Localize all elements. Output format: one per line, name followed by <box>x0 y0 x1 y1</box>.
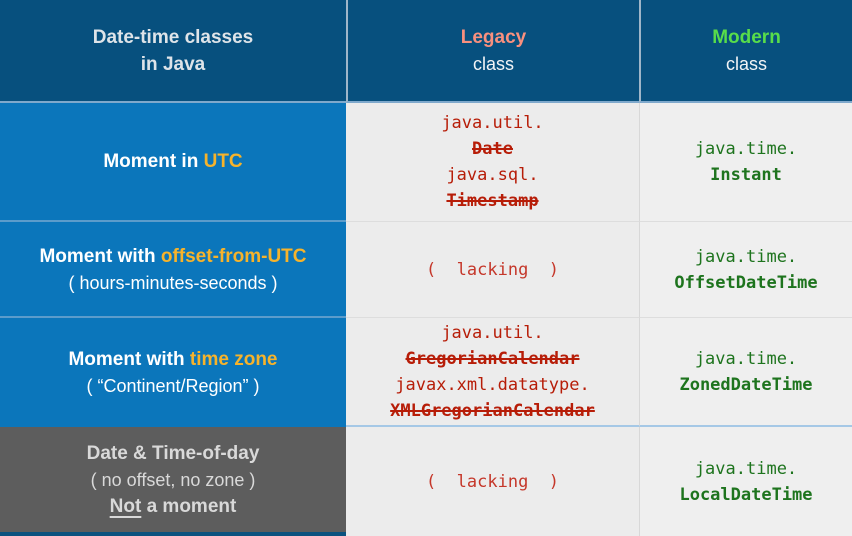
modern-column-sublabel: class <box>725 54 767 74</box>
modern-class-zoneddatetime: ZonedDateTime <box>679 374 813 395</box>
table-title-line2: in Java <box>140 53 206 75</box>
label-accent-offset: offset-from-UTC <box>160 245 307 267</box>
row-label-subtext: ( hours-minutes-seconds ) <box>68 272 278 293</box>
not-a-moment-text: Not a moment <box>110 493 237 520</box>
modern-package: java.time. <box>694 458 798 479</box>
legacy-cell-offset-utc: ( lacking ) <box>346 222 639 318</box>
modern-cell-offset-utc: java.time. OffsetDateTime <box>639 222 852 318</box>
legacy-class-date: Date <box>472 139 513 159</box>
row-label-text: Moment with time zone <box>68 346 277 373</box>
row-label-offset-utc: Moment with offset-from-UTC ( hours-minu… <box>0 222 346 318</box>
not-rest: a moment <box>141 495 237 517</box>
row-label-date-timeofday: Date & Time-of-day ( no offset, no zone … <box>0 427 346 536</box>
table-title-line1: Date-time classes <box>92 26 254 48</box>
lacking-text: ( lacking ) <box>425 259 560 280</box>
legacy-class-xmlgregoriancalendar: XMLGregorianCalendar <box>390 400 595 421</box>
modern-cell-moment-utc: java.time. Instant <box>639 103 852 222</box>
legacy-cell-date-timeofday: ( lacking ) <box>346 427 639 536</box>
legacy-cell-time-zone: java.util. GregorianCalendar javax.xml.d… <box>346 318 639 427</box>
modern-cell-date-timeofday: java.time. LocalDateTime <box>639 427 852 536</box>
modern-class-localdatetime: LocalDateTime <box>679 484 813 505</box>
header-cell-modern: Modern class <box>639 0 852 103</box>
legacy-class-gregoriancalendar: GregorianCalendar <box>405 348 580 369</box>
row-label-moment-utc: Moment in UTC <box>0 103 346 222</box>
legacy-cell-moment-utc: java.util. Date java.sql. Timestamp <box>346 103 639 222</box>
header-cell-legacy: Legacy class <box>346 0 639 103</box>
modern-package: java.time. <box>694 139 798 159</box>
not-underlined: Not <box>109 495 142 517</box>
label-prefix: Moment with <box>68 349 190 370</box>
row-label-subtext: ( “Continent/Region” ) <box>86 376 260 396</box>
row-label-text: Moment with offset-from-UTC <box>39 243 306 270</box>
modern-package: java.time. <box>694 348 798 369</box>
label-accent-utc: UTC <box>203 151 243 172</box>
modern-class-instant: Instant <box>710 165 782 185</box>
legacy-package: javax.xml.datatype. <box>395 374 590 395</box>
row-label-text: Moment in UTC <box>103 148 242 175</box>
label-prefix: Moment with <box>39 245 161 267</box>
row-label-subtext: ( no offset, no zone ) <box>90 469 256 490</box>
legacy-column-sublabel: class <box>472 54 514 74</box>
header-cell-title: Date-time classes in Java <box>0 0 346 103</box>
modern-column-label: Modern <box>712 27 781 48</box>
legacy-package: java.util. <box>441 113 544 133</box>
legacy-column-label: Legacy <box>460 27 527 48</box>
legacy-class-timestamp: Timestamp <box>446 191 539 211</box>
row-label-time-zone: Moment with time zone ( “Continent/Regio… <box>0 318 346 427</box>
lacking-text: ( lacking ) <box>425 471 560 492</box>
modern-package: java.time. <box>694 246 798 267</box>
label-prefix: Moment in <box>103 151 204 172</box>
legacy-package: java.util. <box>441 322 544 343</box>
row-label-text: Date & Time-of-day <box>86 442 260 464</box>
modern-class-offsetdatetime: OffsetDateTime <box>674 272 818 293</box>
legacy-package: java.sql. <box>446 165 539 185</box>
modern-cell-time-zone: java.time. ZonedDateTime <box>639 318 852 427</box>
label-accent-timezone: time zone <box>189 349 278 370</box>
